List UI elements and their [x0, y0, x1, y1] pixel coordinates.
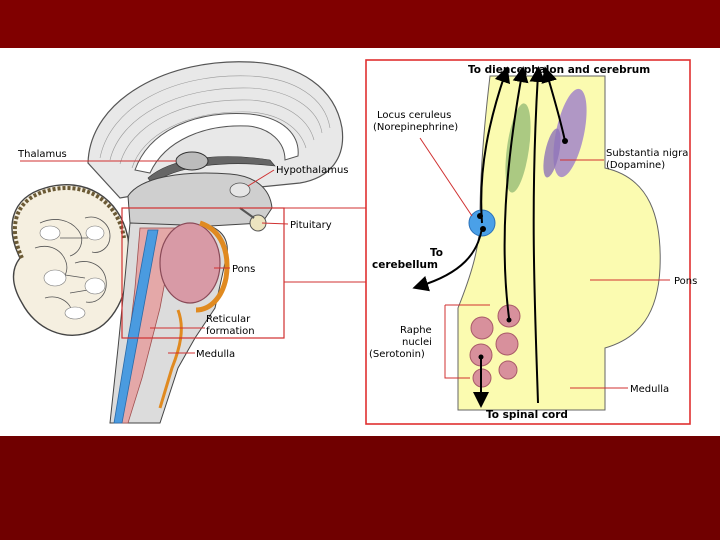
label-substantia-line1: Substantia nigra: [606, 148, 688, 159]
label-reticular-line2: formation: [206, 326, 255, 337]
label-medulla-sagittal: Medulla: [196, 349, 235, 360]
label-hypothalamus: Hypothalamus: [276, 165, 349, 176]
label-to-spinal-cord: To spinal cord: [486, 409, 568, 421]
title-band: [0, 0, 720, 48]
cerebellum: [12, 185, 129, 335]
label-locus-line1: Locus ceruleus: [377, 110, 451, 121]
diagram-area: Thalamus Hypothalamus Pituitary Pons Ret…: [0, 48, 720, 436]
thalamus-structure: [176, 152, 208, 170]
brainstem-inset: To diencephalon and cerebrum Locus cerul…: [366, 60, 697, 424]
label-to-cerebellum-line2: cerebellum: [372, 259, 438, 271]
label-thalamus: Thalamus: [17, 149, 67, 160]
label-substantia-line2: (Dopamine): [606, 160, 665, 171]
label-pituitary: Pituitary: [290, 220, 332, 231]
label-medulla-inset: Medulla: [630, 384, 669, 395]
label-raphe-line1: Raphe: [400, 325, 432, 336]
label-pons-sagittal: Pons: [232, 264, 255, 275]
label-to-cerebellum-line1: To: [430, 247, 443, 259]
label-raphe-line2: nuclei: [402, 337, 432, 348]
brainstem-diagram: Thalamus Hypothalamus Pituitary Pons Ret…: [0, 48, 720, 436]
label-pons-inset: Pons: [674, 276, 697, 287]
label-locus-line2: (Norepinephrine): [373, 122, 458, 133]
pons-structure: [160, 223, 220, 303]
label-to-diencephalon: To diencephalon and cerebrum: [468, 64, 650, 76]
footer-band: [0, 436, 720, 540]
sagittal-brain: Thalamus Hypothalamus Pituitary Pons Ret…: [12, 62, 366, 423]
label-raphe-line3: (Serotonin): [369, 349, 425, 360]
label-reticular-line1: Reticular: [206, 314, 251, 325]
